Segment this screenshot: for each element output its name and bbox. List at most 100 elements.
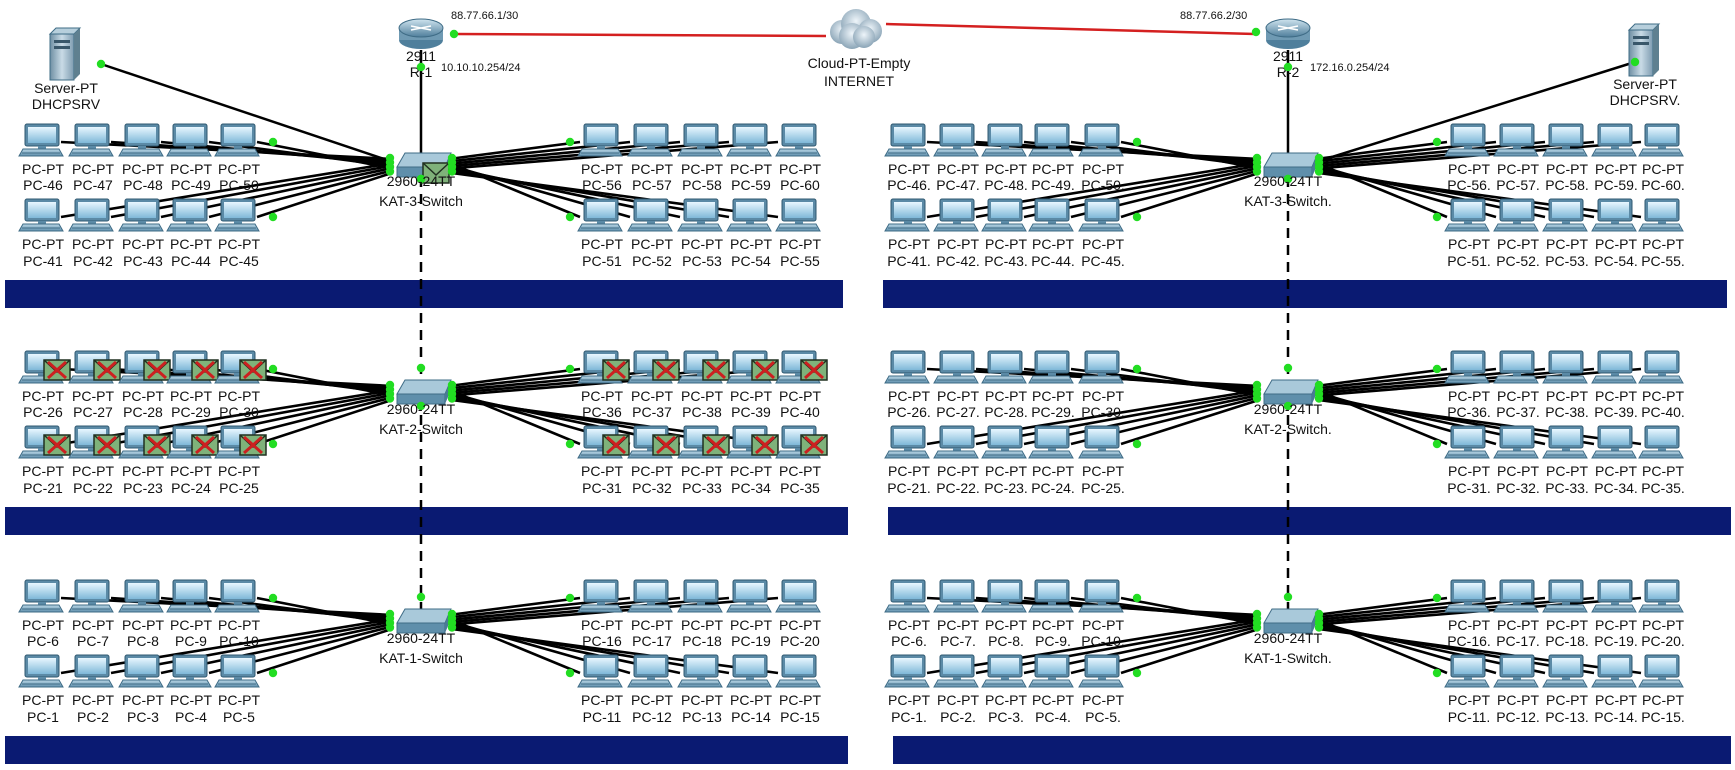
pc-icon[interactable] bbox=[1638, 579, 1684, 613]
pc-icon[interactable] bbox=[933, 198, 979, 232]
pc-icon[interactable] bbox=[1493, 425, 1539, 459]
pc-icon[interactable] bbox=[1638, 350, 1684, 384]
pc-icon[interactable] bbox=[1028, 198, 1074, 232]
pc-icon[interactable] bbox=[1638, 425, 1684, 459]
pc-icon[interactable] bbox=[1493, 123, 1539, 157]
failed-pdu-icon[interactable] bbox=[143, 434, 171, 456]
pc-icon[interactable] bbox=[1493, 198, 1539, 232]
pc-icon[interactable] bbox=[1444, 654, 1490, 688]
pc-icon[interactable] bbox=[68, 198, 114, 232]
pc-icon[interactable] bbox=[1591, 579, 1637, 613]
pc-icon[interactable] bbox=[118, 198, 164, 232]
pc-icon[interactable] bbox=[1028, 350, 1074, 384]
failed-pdu-icon[interactable] bbox=[702, 434, 730, 456]
pc-icon[interactable] bbox=[1493, 350, 1539, 384]
failed-pdu-icon[interactable] bbox=[652, 434, 680, 456]
pc-icon[interactable] bbox=[726, 123, 772, 157]
pc-icon[interactable] bbox=[1493, 579, 1539, 613]
pc-icon[interactable] bbox=[577, 123, 623, 157]
pc-icon[interactable] bbox=[1078, 654, 1124, 688]
failed-pdu-icon[interactable] bbox=[702, 359, 730, 381]
pc-icon[interactable] bbox=[1028, 579, 1074, 613]
pc-icon[interactable] bbox=[677, 123, 723, 157]
pc-icon[interactable] bbox=[1542, 425, 1588, 459]
pc-icon[interactable] bbox=[118, 579, 164, 613]
pc-icon[interactable] bbox=[1542, 123, 1588, 157]
pdu-envelope-icon[interactable] bbox=[422, 162, 450, 184]
pc-icon[interactable] bbox=[1444, 198, 1490, 232]
pc-icon[interactable] bbox=[775, 579, 821, 613]
pc-icon[interactable] bbox=[884, 654, 930, 688]
pc-icon[interactable] bbox=[577, 579, 623, 613]
pc-icon[interactable] bbox=[1591, 425, 1637, 459]
pc-icon[interactable] bbox=[166, 579, 212, 613]
pc-icon[interactable] bbox=[18, 654, 64, 688]
failed-pdu-icon[interactable] bbox=[602, 434, 630, 456]
pc-icon[interactable] bbox=[1078, 123, 1124, 157]
pc-icon[interactable] bbox=[981, 198, 1027, 232]
pc-icon[interactable] bbox=[677, 198, 723, 232]
pc-icon[interactable] bbox=[166, 654, 212, 688]
pc-icon[interactable] bbox=[214, 123, 260, 157]
pc-icon[interactable] bbox=[884, 425, 930, 459]
pc-icon[interactable] bbox=[577, 198, 623, 232]
pc-icon[interactable] bbox=[933, 123, 979, 157]
failed-pdu-icon[interactable] bbox=[652, 359, 680, 381]
pc-icon[interactable] bbox=[1591, 198, 1637, 232]
pc-icon[interactable] bbox=[1542, 654, 1588, 688]
pc-icon[interactable] bbox=[726, 579, 772, 613]
pc-icon[interactable] bbox=[1444, 350, 1490, 384]
pc-icon[interactable] bbox=[1591, 654, 1637, 688]
failed-pdu-icon[interactable] bbox=[43, 434, 71, 456]
pc-icon[interactable] bbox=[1444, 579, 1490, 613]
failed-pdu-icon[interactable] bbox=[191, 434, 219, 456]
pc-icon[interactable] bbox=[884, 123, 930, 157]
cloud-icon[interactable] bbox=[830, 9, 882, 49]
pc-icon[interactable] bbox=[1444, 123, 1490, 157]
pc-icon[interactable] bbox=[677, 654, 723, 688]
server-icon[interactable] bbox=[1627, 23, 1661, 77]
pc-icon[interactable] bbox=[1638, 123, 1684, 157]
pc-icon[interactable] bbox=[1591, 350, 1637, 384]
pc-icon[interactable] bbox=[214, 654, 260, 688]
failed-pdu-icon[interactable] bbox=[239, 359, 267, 381]
pc-icon[interactable] bbox=[1444, 425, 1490, 459]
pc-icon[interactable] bbox=[726, 198, 772, 232]
pc-icon[interactable] bbox=[577, 654, 623, 688]
pc-icon[interactable] bbox=[1638, 654, 1684, 688]
pc-icon[interactable] bbox=[775, 654, 821, 688]
pc-icon[interactable] bbox=[68, 579, 114, 613]
failed-pdu-icon[interactable] bbox=[43, 359, 71, 381]
pc-icon[interactable] bbox=[1028, 425, 1074, 459]
pc-icon[interactable] bbox=[981, 123, 1027, 157]
pc-icon[interactable] bbox=[884, 579, 930, 613]
pc-icon[interactable] bbox=[1078, 425, 1124, 459]
pc-icon[interactable] bbox=[627, 123, 673, 157]
pc-icon[interactable] bbox=[933, 654, 979, 688]
pc-icon[interactable] bbox=[933, 579, 979, 613]
pc-icon[interactable] bbox=[726, 654, 772, 688]
pc-icon[interactable] bbox=[18, 198, 64, 232]
pc-icon[interactable] bbox=[1542, 198, 1588, 232]
pc-icon[interactable] bbox=[884, 198, 930, 232]
router-icon[interactable] bbox=[1265, 18, 1311, 49]
pc-icon[interactable] bbox=[68, 123, 114, 157]
pc-icon[interactable] bbox=[118, 123, 164, 157]
failed-pdu-icon[interactable] bbox=[93, 359, 121, 381]
failed-pdu-icon[interactable] bbox=[239, 434, 267, 456]
pc-icon[interactable] bbox=[1078, 350, 1124, 384]
failed-pdu-icon[interactable] bbox=[800, 359, 828, 381]
pc-icon[interactable] bbox=[18, 579, 64, 613]
failed-pdu-icon[interactable] bbox=[93, 434, 121, 456]
pc-icon[interactable] bbox=[1542, 350, 1588, 384]
pc-icon[interactable] bbox=[166, 198, 212, 232]
pc-icon[interactable] bbox=[775, 198, 821, 232]
pc-icon[interactable] bbox=[677, 579, 723, 613]
failed-pdu-icon[interactable] bbox=[751, 434, 779, 456]
router-icon[interactable] bbox=[398, 18, 444, 49]
pc-icon[interactable] bbox=[118, 654, 164, 688]
pc-icon[interactable] bbox=[18, 123, 64, 157]
pc-icon[interactable] bbox=[1078, 198, 1124, 232]
pc-icon[interactable] bbox=[981, 350, 1027, 384]
